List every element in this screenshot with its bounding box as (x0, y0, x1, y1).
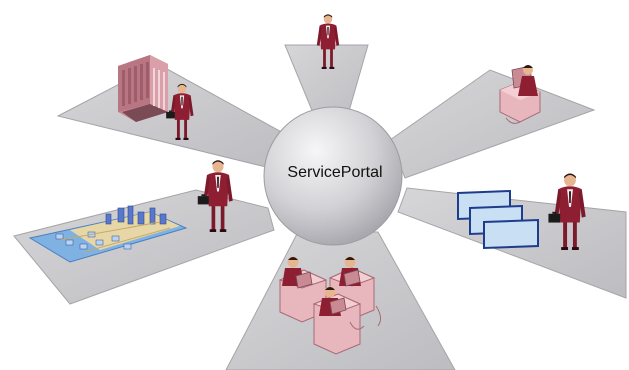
screens-icon (457, 189, 539, 250)
spoke-left-platform (13, 189, 275, 305)
office-building-icon (118, 55, 168, 122)
desk-worker-icon (499, 65, 541, 124)
spoke-top-right-platform (389, 69, 596, 179)
hub-sphere (263, 106, 403, 246)
team-desks-icon (278, 256, 382, 355)
hub-label: ServicePortal (287, 164, 383, 181)
city-map-icon (28, 205, 188, 263)
